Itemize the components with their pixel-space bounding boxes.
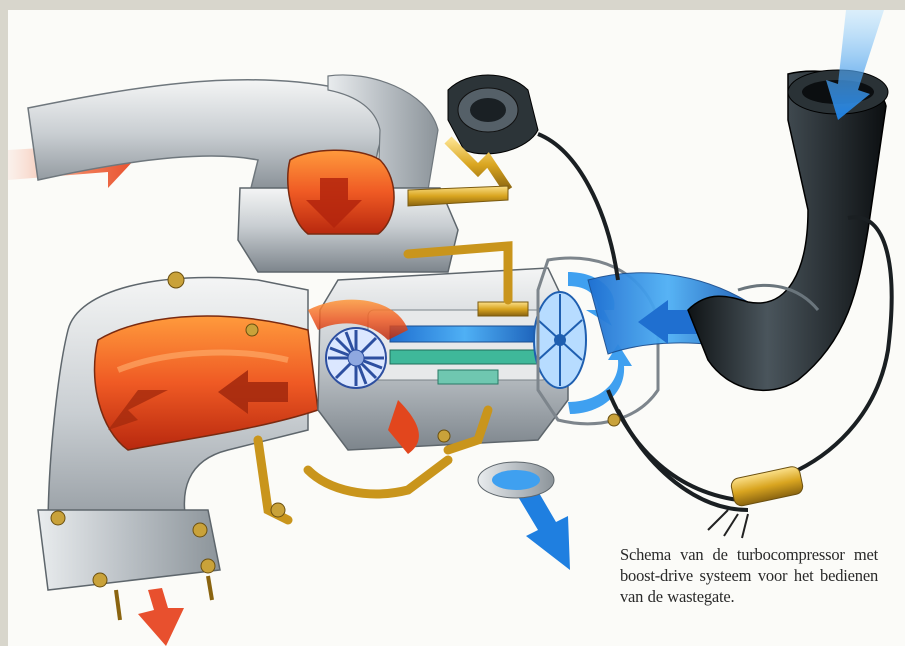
turbine-wheel-icon [326,328,386,388]
figure-caption: Schema van de turbocompressor met boost-… [620,544,878,607]
solenoid-valve-icon [708,465,804,538]
illustration-page: Schema van de turbocompressor met boost-… [8,10,905,646]
compressor-wheel-icon [534,292,586,388]
exhaust-manifold [38,277,318,620]
intake-hose [688,70,888,390]
compressed-air-outlet-arrow [478,462,570,570]
exhaust-outlet-arrow [138,588,184,646]
